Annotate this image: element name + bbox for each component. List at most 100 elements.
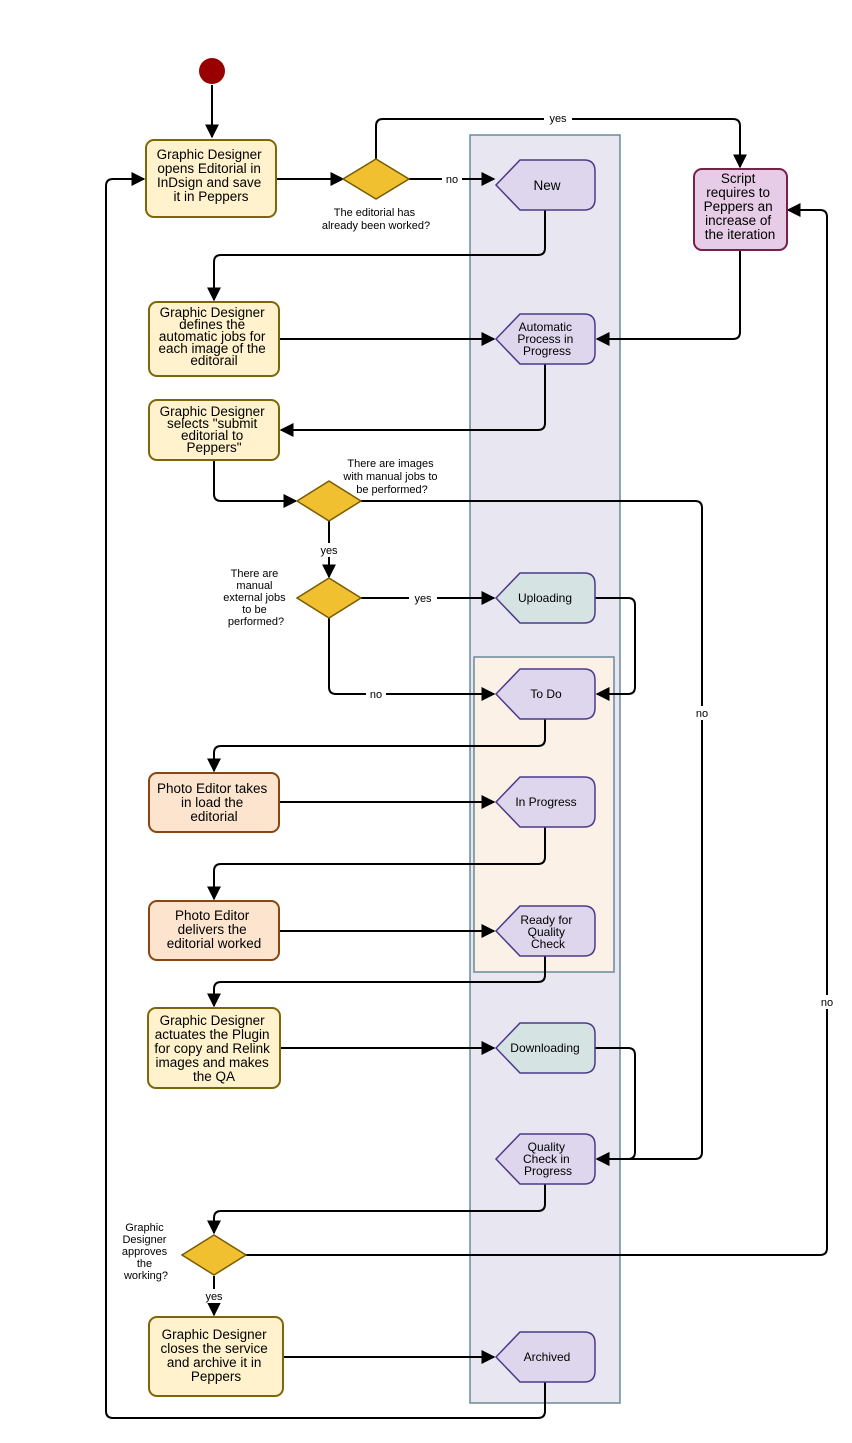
- decision-manual-jobs: There are images with manual jobs to be …: [295, 458, 438, 522]
- svg-text:Graphic Designer defines: Graphic Designer defines the automatic j…: [158, 305, 269, 368]
- decision-external-jobs-text: manual: [236, 580, 272, 592]
- action-photo-load-line: Photo Editor takes: [157, 781, 268, 796]
- state-todo: To Do: [494, 668, 596, 720]
- svg-text:Ready for Quality: Ready for Quality Check: [520, 913, 575, 951]
- action-close-service: Graphic Designer closes the service and …: [148, 1316, 284, 1397]
- edge-todo-photoload: [207, 719, 546, 773]
- state-uploading: Uploading: [494, 572, 596, 624]
- action-photo-load: Photo Editor takes in load the editorial: [148, 772, 280, 833]
- action-submit-editorial-line: editorial to: [181, 428, 243, 443]
- edge-label-yes-top: yes: [549, 113, 567, 125]
- state-uploading-label: Uploading: [518, 591, 572, 605]
- action-submit-editorial-line: Peppers": [186, 440, 241, 455]
- action-actuate-plugin: Graphic Designer actuates the Plugin for…: [147, 1007, 281, 1089]
- action-actuate-plugin-line: Graphic Designer: [160, 1013, 266, 1028]
- action-define-jobs-line: Graphic Designer: [160, 305, 266, 320]
- action-close-service-line: Peppers: [191, 1369, 242, 1384]
- decision-already-worked: The editorial has already been worked?: [322, 158, 430, 232]
- state-in-progress-label: In Progress: [515, 795, 576, 809]
- action-script-iteration-line: increase of: [705, 213, 771, 228]
- edge-labels: yes no yes yes no no yes no: [200, 111, 837, 1303]
- decision-external-jobs-text: There are: [231, 568, 279, 580]
- state-downloading-label: Downloading: [510, 1041, 579, 1055]
- edge-manual-no-qc: [361, 500, 703, 1166]
- state-qc-progress-label: Quality: [528, 1140, 565, 1154]
- action-define-jobs-line: automatic jobs for: [159, 329, 266, 344]
- action-open-editorial: Graphic Designer opens Editorial in InDs…: [145, 139, 277, 218]
- action-photo-deliver: Photo Editor delivers the editorial work…: [148, 900, 280, 961]
- decision-manual-jobs-text: There are images: [347, 458, 434, 470]
- state-automatic-label: Automatic: [519, 320, 572, 334]
- state-qc-progress: Quality Check in Progress: [494, 1133, 596, 1185]
- decision-manual-jobs-text: be performed?: [356, 484, 428, 496]
- action-define-jobs: Graphic Designer defines the automatic j…: [148, 301, 280, 377]
- action-close-service-line: closes the service: [160, 1341, 267, 1356]
- decision-manual-jobs-text: with manual jobs to: [342, 471, 437, 483]
- action-photo-load-line: in load the: [181, 795, 243, 810]
- svg-text:Archived: Archived: [524, 1350, 571, 1364]
- svg-text:Graphic Designer selects: Graphic Designer selects "submit editori…: [160, 404, 269, 455]
- edge-automatic-submit: [279, 364, 546, 437]
- action-define-jobs-line: each image of the: [158, 341, 265, 356]
- state-qc-progress-label: Check in: [523, 1152, 570, 1166]
- svg-text:Graphic Designer a: Graphic Designer approves the working?: [122, 1222, 170, 1282]
- action-submit-editorial-line: Graphic Designer: [160, 404, 266, 419]
- action-photo-deliver-line: editorial worked: [167, 936, 262, 951]
- decision-approves: Graphic Designer approves the working?: [122, 1222, 248, 1282]
- action-open-editorial-line: Graphic Designer: [157, 147, 263, 162]
- edge-readyqc-plugin: [207, 956, 546, 1008]
- action-actuate-plugin-line: for copy and Relink: [154, 1041, 270, 1056]
- state-automatic-label: Progress: [523, 344, 571, 358]
- decision-already-worked-text: already been worked?: [322, 220, 430, 232]
- svg-text:Photo Editor takes in lo: Photo Editor takes in load the editorial: [157, 781, 271, 824]
- edge-label-yes-uploading: yes: [414, 593, 432, 605]
- state-archived: Archived: [494, 1331, 596, 1383]
- action-actuate-plugin-line: images and makes: [155, 1055, 269, 1070]
- edge-external-no-todo: [328, 618, 496, 701]
- action-define-jobs-line: defines the: [179, 317, 245, 332]
- state-ready-qc-label: Check: [531, 937, 566, 951]
- state-qc-progress-label: Progress: [524, 1164, 572, 1178]
- state-automatic-label: Process in: [517, 332, 573, 346]
- edge-script-automatic: [595, 250, 741, 346]
- svg-text:Automatic Process in: Automatic Process in Progress: [517, 320, 576, 358]
- svg-text:In Progress: In Progress: [515, 795, 576, 809]
- action-open-editorial-line: it in Peppers: [173, 189, 248, 204]
- edge-submit-manual: [213, 460, 298, 508]
- svg-text:New: New: [533, 178, 560, 193]
- svg-text:To Do: To Do: [530, 687, 562, 701]
- decision-already-worked-text: The editorial has: [334, 207, 416, 219]
- edge-new-define: [207, 210, 546, 302]
- decision-approves-text: Designer: [122, 1234, 166, 1246]
- svg-text:Graphic Designer closes: Graphic Designer closes the service and …: [160, 1327, 271, 1384]
- svg-text:Uploading: Uploading: [518, 591, 572, 605]
- svg-text:Script requires to: Script requires to Peppers an increase o…: [704, 171, 777, 242]
- decision-external-jobs-text: to be: [242, 604, 266, 616]
- edge-uploading-todo: [595, 597, 636, 701]
- svg-text:Photo Editor delivers th: Photo Editor delivers the editorial work…: [167, 908, 262, 951]
- svg-text:Graphic Designer opens E: Graphic Designer opens Editorial in InDs…: [157, 147, 266, 204]
- state-ready-qc: Ready for Quality Check: [494, 905, 596, 957]
- action-submit-editorial-line: selects "submit: [167, 416, 258, 431]
- edge-label-no-iteration: no: [821, 997, 833, 1009]
- decision-approves-text: approves: [122, 1246, 168, 1258]
- decision-approves-text: the: [137, 1258, 152, 1270]
- action-actuate-plugin-line: actuates the Plugin: [155, 1027, 270, 1042]
- action-photo-load-line: editorial: [190, 809, 237, 824]
- edge-downloading-qc: [595, 1047, 636, 1166]
- edge-label-yes-manual: yes: [320, 545, 338, 557]
- edge-label-yes-archive: yes: [205, 1291, 223, 1303]
- start-node: [199, 58, 225, 84]
- action-script-iteration-line: Peppers an: [704, 199, 773, 214]
- state-archived-label: Archived: [524, 1350, 571, 1364]
- action-script-iteration-line: requires to: [706, 185, 770, 200]
- edges: [105, 85, 828, 1419]
- state-automatic: Automatic Process in Progress: [494, 313, 596, 365]
- edge-qc-approves: [207, 1184, 546, 1235]
- action-script-iteration-line: the iteration: [705, 227, 776, 242]
- state-new: New: [494, 159, 596, 211]
- decision-external-jobs: There are manual external jobs to be per…: [223, 568, 363, 628]
- svg-text:Graphic Designer actuate: Graphic Designer actuates the Plugin for…: [154, 1013, 273, 1084]
- action-script-iteration-line: Script: [721, 171, 756, 186]
